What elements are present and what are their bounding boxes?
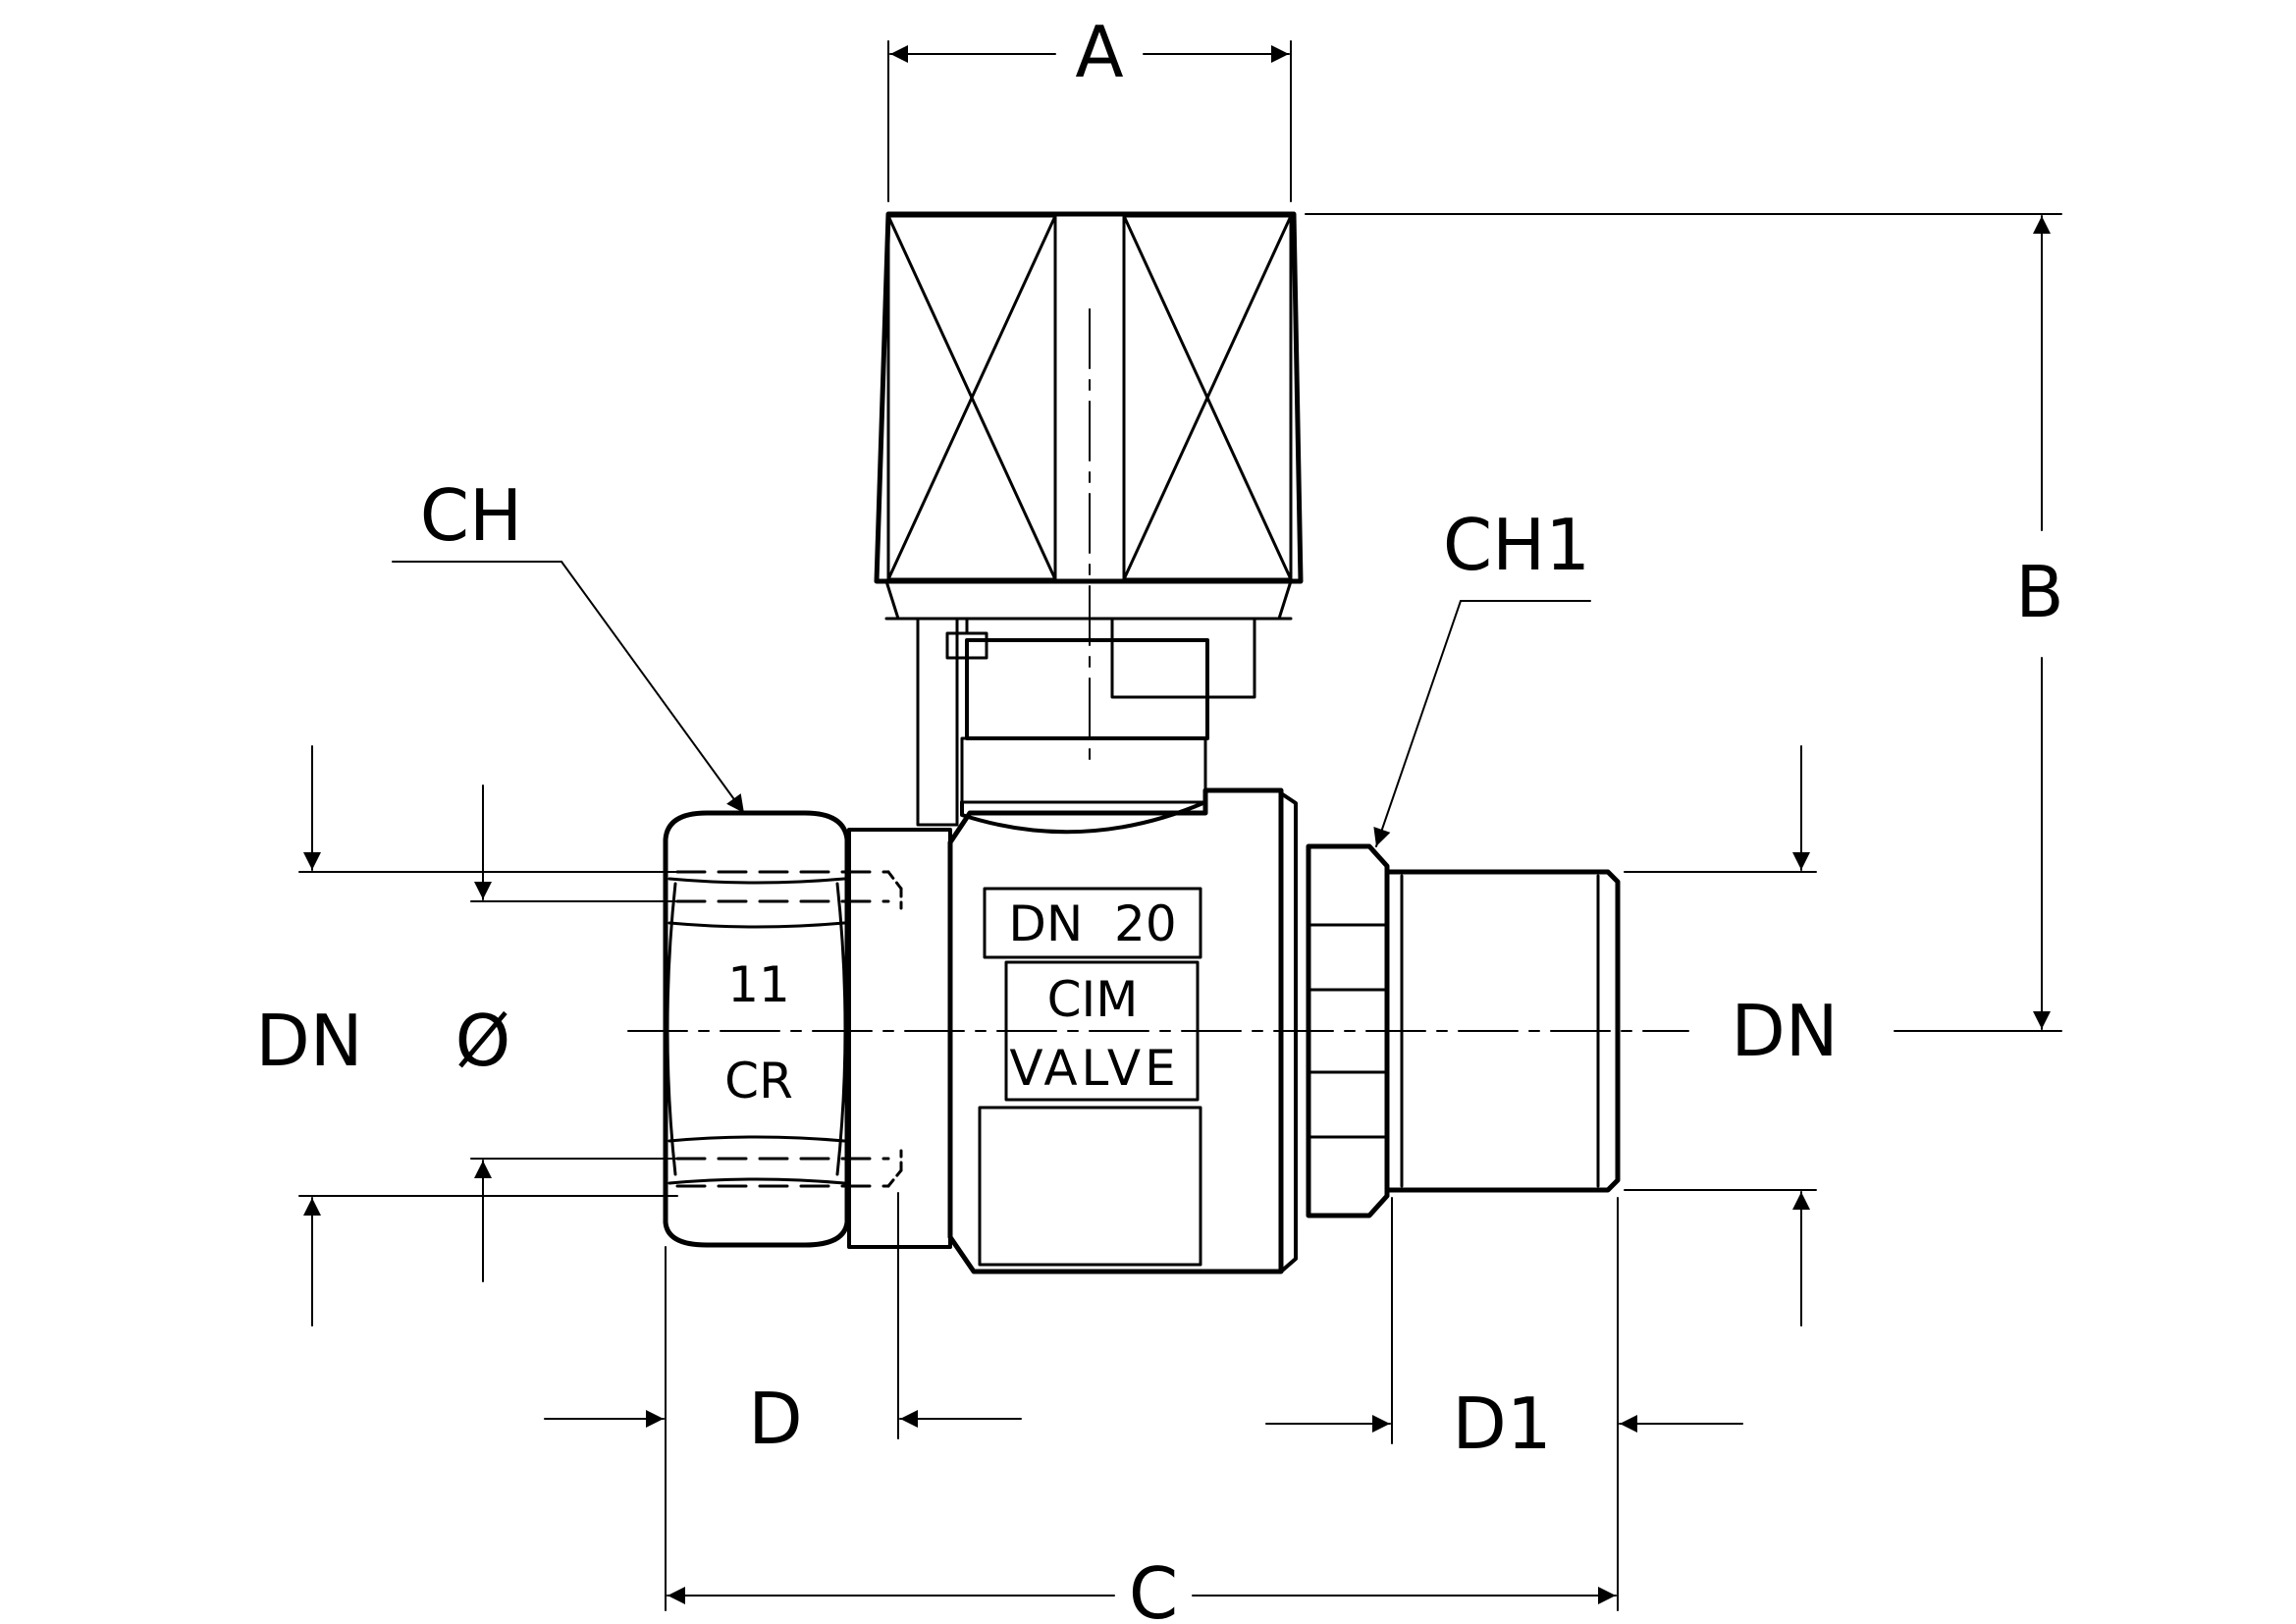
- label-d: D: [748, 1378, 802, 1460]
- right-connection: [1306, 843, 1621, 1218]
- left-connection: [663, 810, 952, 1249]
- dimension-lines: [298, 40, 2062, 1611]
- nut-number-mark: 11: [727, 956, 790, 1013]
- label-b: B: [2015, 551, 2063, 633]
- label-dn-left: DN: [255, 1000, 362, 1082]
- label-ch1: CH1: [1443, 504, 1590, 586]
- body-brand-mark: CIM: [1047, 971, 1139, 1028]
- label-c: C: [1129, 1552, 1178, 1624]
- body-size-mark: DN 20: [1008, 895, 1176, 952]
- handle: [874, 211, 1304, 827]
- label-dn-right: DN: [1731, 990, 1838, 1072]
- dimension-labels: A B C D D1 CH CH1 DN Ø DN: [255, 11, 2063, 1624]
- body-valve-mark: VALVE: [1009, 1040, 1179, 1097]
- label-a: A: [1075, 11, 1123, 93]
- label-d1: D1: [1452, 1382, 1551, 1465]
- label-ch: CH: [420, 474, 522, 557]
- body-markings: DN 20 CIM VALVE 11 CR: [724, 895, 1179, 1110]
- center-lines: [627, 308, 1689, 1032]
- nut-logo-mark: CR: [724, 1053, 793, 1110]
- label-diameter: Ø: [455, 1000, 511, 1082]
